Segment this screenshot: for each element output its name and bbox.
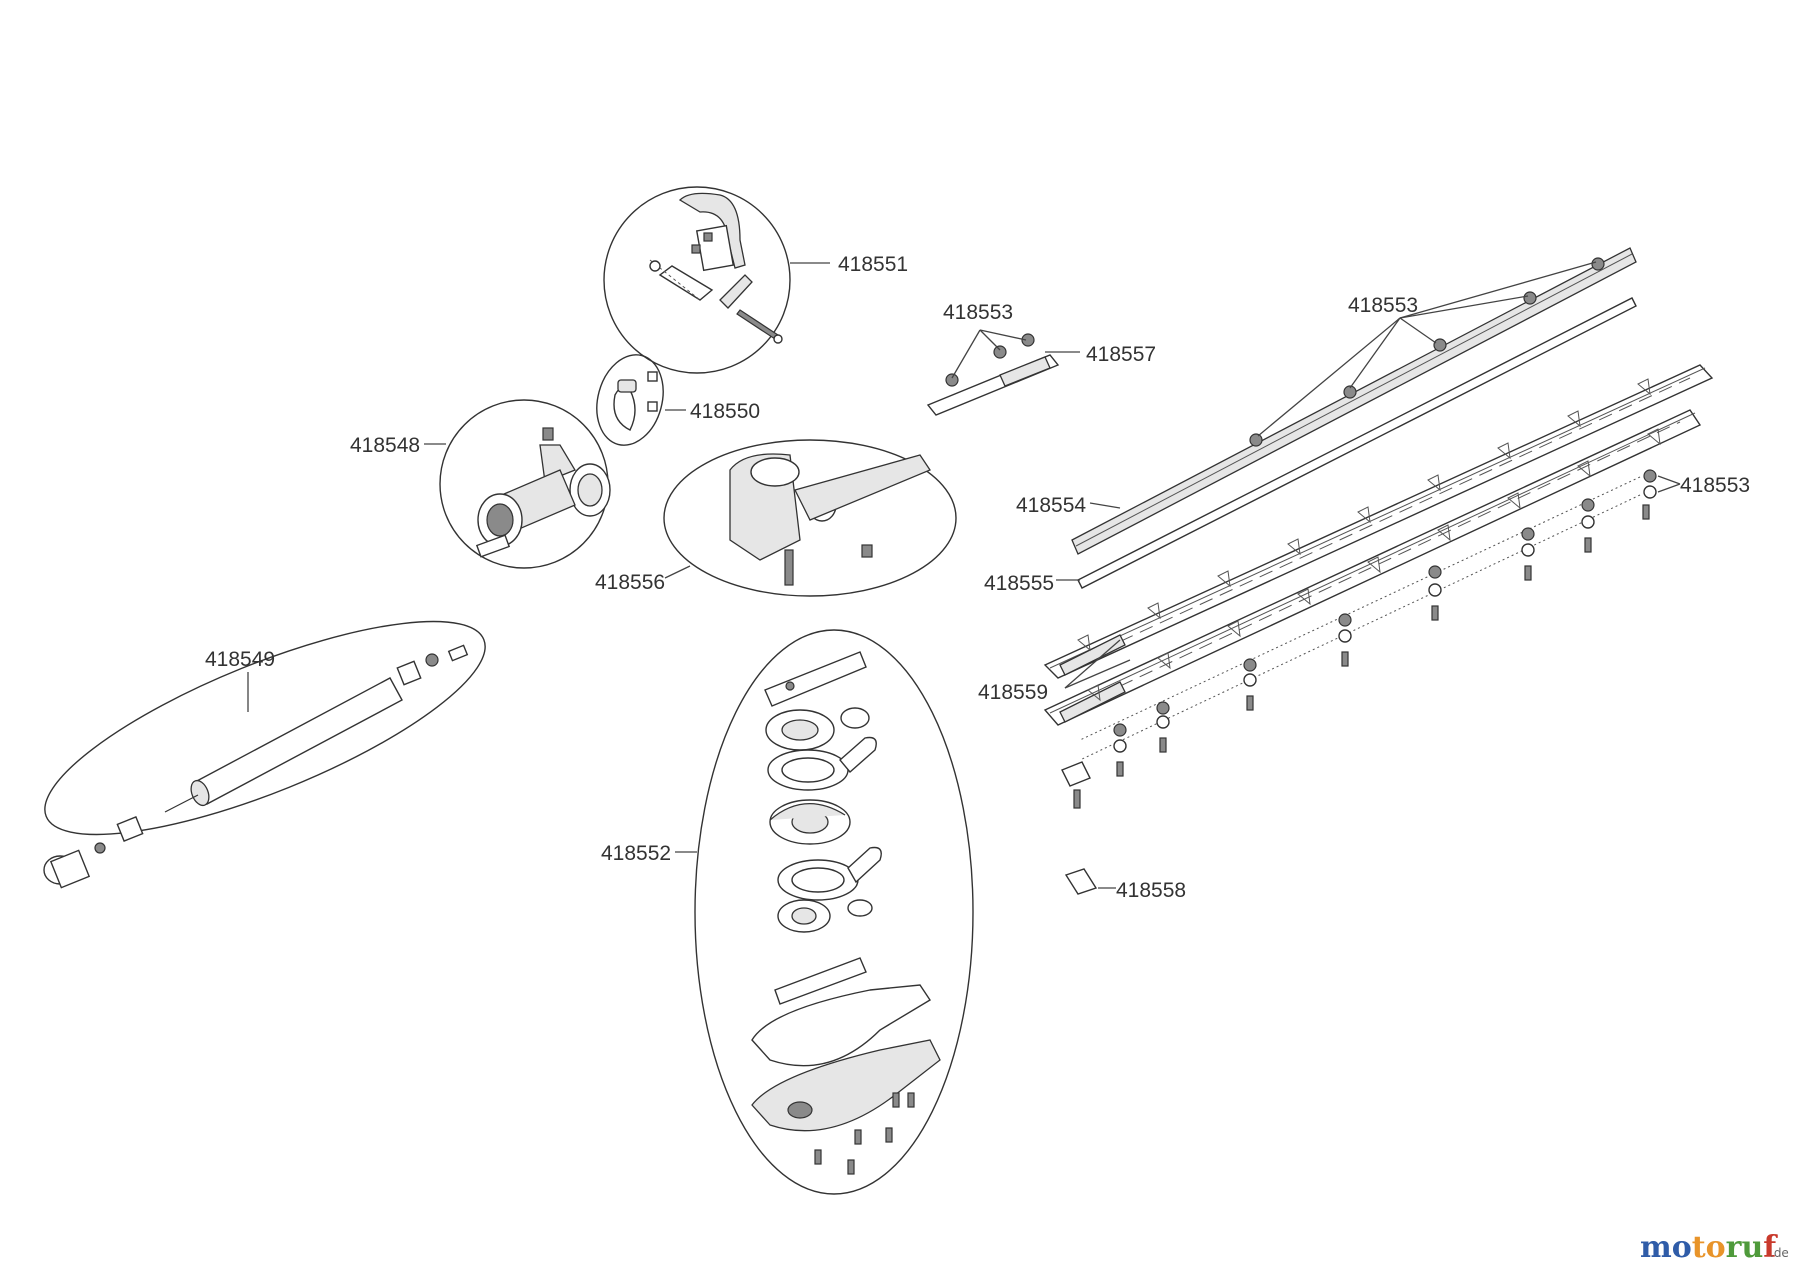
gearbox-gasket [751, 984, 931, 1067]
lever-handle [719, 274, 753, 309]
flat-strip [1077, 297, 1637, 589]
cutter-blades-group [1043, 364, 1714, 726]
blade-teeth [1077, 378, 1661, 702]
part-label-418558: 418558 [1116, 879, 1186, 902]
svg-text:.de: .de [1770, 1246, 1789, 1260]
bolt-set [1079, 469, 1657, 777]
clip-group [596, 354, 664, 446]
drive-shaft [784, 549, 794, 586]
part-label-418551: 418551 [838, 253, 908, 276]
blade-clamp-group [926, 329, 1080, 416]
gasket-top [764, 651, 867, 707]
clutch-housing-group [439, 399, 611, 569]
svg-text:motoruf: motoruf [1640, 1230, 1778, 1265]
part-label-418555: 418555 [984, 572, 1054, 595]
part-label-418550: 418550 [690, 400, 760, 423]
part-label-418553-bolts: 418553 [1680, 474, 1750, 497]
gear-housing-group [663, 439, 957, 597]
part-label-418559: 418559 [978, 681, 1048, 704]
part-label-418548: 418548 [350, 434, 420, 457]
guard-clip [1064, 868, 1098, 895]
group-outline [603, 186, 791, 374]
spring [736, 309, 779, 340]
lever-body [658, 265, 714, 301]
guard-clips-group [1061, 761, 1098, 895]
gasket-lower [774, 957, 867, 1005]
upper-blade [1043, 364, 1714, 679]
throttle-lever-group [603, 186, 791, 374]
part-label-418557: 418557 [1086, 343, 1156, 366]
part-label-418553-clamp: 418553 [943, 301, 1013, 324]
part-label-418553-rail: 418553 [1348, 294, 1418, 317]
blade-rail-group [1071, 247, 1637, 589]
drive-shaft-group [43, 620, 486, 889]
brand-logo: motoruf .de [1640, 1230, 1789, 1265]
part-label-418556: 418556 [595, 571, 665, 594]
lower-blade [1043, 409, 1702, 726]
gearbox-internals-group [694, 629, 974, 1195]
shaft-tube [194, 677, 403, 805]
lever-bracket [678, 192, 746, 269]
part-label-418549: 418549 [205, 648, 275, 671]
part-label-418554: 418554 [1016, 494, 1086, 517]
gear-housing-arm [794, 454, 931, 521]
part-label-418552: 418552 [601, 842, 671, 865]
